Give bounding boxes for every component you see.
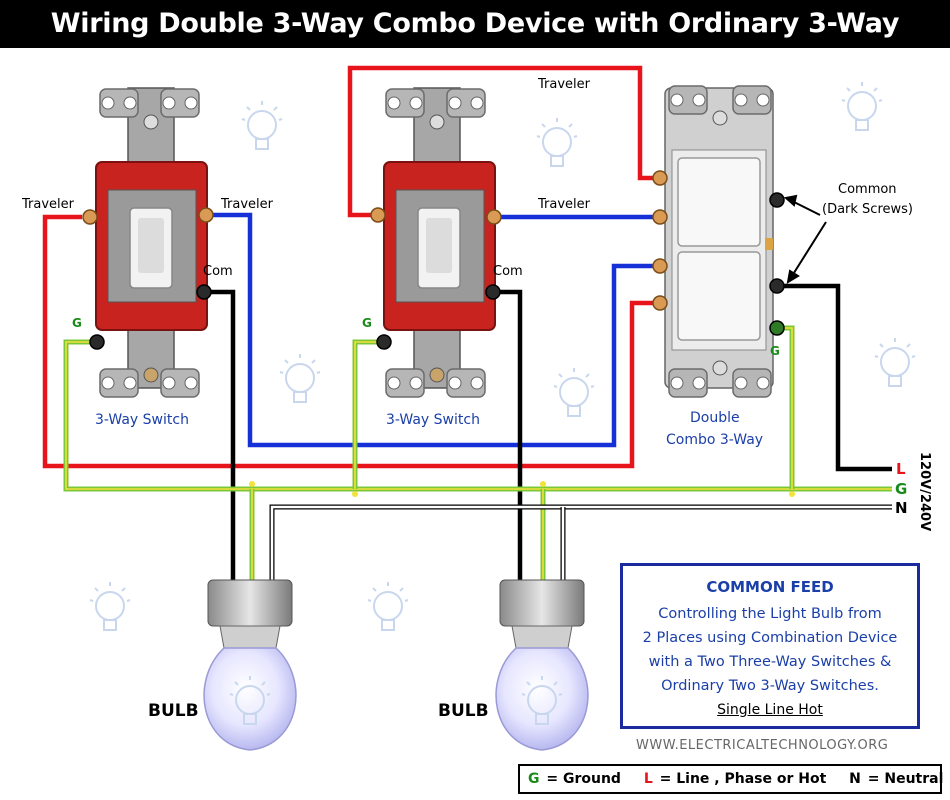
combo-traveler-screw-4 [652, 295, 668, 311]
legend-ground-text: = Ground [546, 771, 621, 787]
switch2-traveler-left-screw [370, 207, 386, 223]
bulb-2 [495, 579, 589, 751]
combo-ground-label: G [770, 344, 780, 358]
red-traveler-wire-top [347, 65, 655, 218]
page-title: Wiring Double 3-Way Combo Device with Or… [0, 0, 950, 87]
switch1-traveler-left-label: Traveler [21, 197, 75, 212]
supply-ground-label: G [895, 480, 907, 498]
combo-traveler-screw-3 [652, 258, 668, 274]
legend-neutral-key: N [849, 771, 861, 787]
info-footer: Single Line Hot [717, 702, 823, 718]
line-hot-wire [780, 283, 892, 472]
info-line: Controlling the Light Bulb from [658, 606, 882, 622]
combo-common-sublabel: (Dark Screws) [822, 202, 913, 217]
combo-common-label: Common [838, 182, 897, 197]
switch1-traveler-right-screw [198, 207, 214, 223]
supply-voltage-label: 120V/240V [917, 452, 932, 531]
legend: G = Ground L = Line , Phase or Hot N = N… [518, 764, 944, 794]
combo-label-line2: Combo 3-Way [666, 432, 763, 448]
bulb-1-label: BULB [148, 701, 199, 721]
info-line: with a Two Three-Way Switches & [648, 654, 892, 670]
three-way-switch-2 [370, 87, 502, 398]
neutral-wire [269, 504, 892, 585]
switch1-traveler-right-label: Traveler [220, 197, 274, 212]
blue-traveler-wire-main [212, 212, 655, 448]
switch2-traveler-right-label: Traveler [537, 197, 591, 212]
switch1-traveler-left-screw [82, 209, 98, 225]
switch2-traveler-right-screw [486, 209, 502, 225]
switch2-common-screw [485, 284, 501, 300]
combo-ground-screw [769, 320, 785, 336]
double-combo-device [652, 85, 785, 398]
combo-common-screw-1 [769, 192, 785, 208]
website-url: WWW.ELECTRICALTECHNOLOGY.ORG [636, 738, 889, 753]
switch2-common-wire [495, 289, 523, 585]
combo-common-screw-2 [769, 278, 785, 294]
switch1-ground-label: G [72, 316, 82, 330]
switch2-traveler-top-label: Traveler [537, 77, 591, 92]
three-way-switch-1 [82, 87, 214, 398]
info-box: COMMON FEED Controlling the Light Bulb f… [620, 563, 920, 729]
combo-label-line1: Double [690, 410, 740, 426]
common-callout-arrows [783, 194, 827, 284]
combo-traveler-screw-1 [652, 170, 668, 186]
bulb-1 [203, 579, 297, 751]
switch2-common-label: Com [493, 264, 523, 279]
red-traveler-wire-main [42, 214, 655, 469]
legend-neutral-text: = Neutral [867, 771, 944, 787]
switch2-ground-screw [376, 334, 392, 350]
switch1-label: 3-Way Switch [95, 412, 189, 428]
info-line: 2 Places using Combination Device [642, 630, 898, 646]
switch1-common-screw [196, 284, 212, 300]
supply-neutral-label: N [895, 499, 908, 517]
switch2-ground-label: G [362, 316, 372, 330]
legend-ground-key: G [528, 771, 540, 787]
supply-line-label: L [896, 460, 906, 478]
wiring-diagram: Traveler Traveler Com G 3-Way Switch Tra… [21, 65, 932, 751]
info-line: Ordinary Two 3-Way Switches. [661, 678, 879, 694]
bulb-2-label: BULB [438, 701, 489, 721]
switch1-ground-screw [89, 334, 105, 350]
switch1-common-label: Com [203, 264, 233, 279]
info-body: Controlling the Light Bulb from 2 Places… [623, 602, 917, 698]
legend-line-text: = Line , Phase or Hot [659, 771, 827, 787]
switch2-label: 3-Way Switch [386, 412, 480, 428]
combo-traveler-screw-2 [652, 209, 668, 225]
info-heading: COMMON FEED [706, 578, 834, 596]
switch1-common-wire [210, 289, 236, 585]
legend-line-key: L [643, 771, 653, 787]
